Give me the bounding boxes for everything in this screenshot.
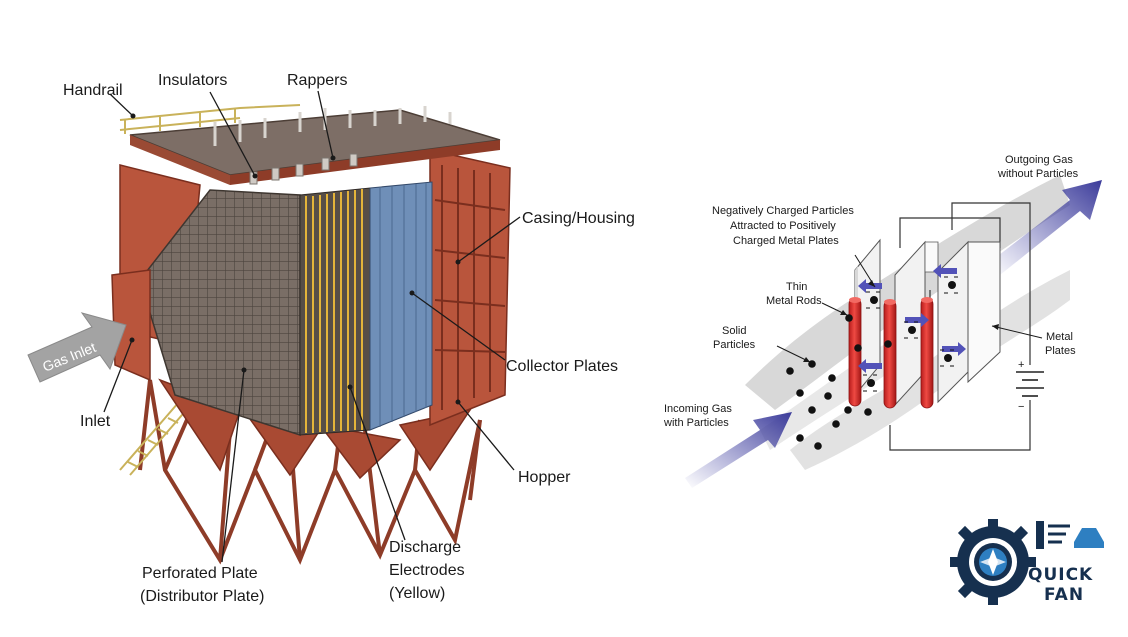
metal-rod <box>848 297 862 407</box>
inlet-label: Inlet <box>80 413 111 430</box>
battery <box>1016 371 1044 397</box>
metal-plate <box>924 241 939 273</box>
charge-arrows <box>858 264 966 373</box>
left-callout-lines <box>103 90 521 563</box>
battery-minus: − <box>1018 401 1024 413</box>
collector-plates-label: Collector Plates <box>506 358 618 375</box>
thin-label: Thin <box>786 281 807 293</box>
right-callout-lines <box>776 254 1043 363</box>
perforated-plate-label: Perforated Plate <box>142 565 258 582</box>
with-particles-label: with Particles <box>663 417 729 429</box>
handrail <box>119 104 301 134</box>
battery-plus: + <box>1018 359 1024 371</box>
metal-label: Metal <box>1046 331 1073 343</box>
incoming-gas-label: Incoming Gas <box>664 403 732 415</box>
metal-rod <box>920 297 934 409</box>
electrodes-label: Electrodes <box>389 562 465 579</box>
casing-housing-label: Casing/Housing <box>522 210 635 227</box>
insulators-label: Insulators <box>158 72 227 89</box>
principle-diagram: + − <box>685 175 1102 488</box>
collector-plates <box>369 181 433 431</box>
solid-particles <box>786 314 892 450</box>
charged-plates-label: Charged Metal Plates <box>733 235 839 247</box>
hopper-label: Hopper <box>518 469 571 486</box>
gear-icon <box>950 519 1036 605</box>
outgoing-gas-label: Outgoing Gas <box>1005 154 1073 166</box>
discharge-label: Discharge <box>389 539 461 556</box>
roof-edge <box>130 135 230 185</box>
plates-label: Plates <box>1045 345 1076 357</box>
precipitator-illustration: Gas Inlet <box>27 104 511 565</box>
without-particles-label: without Particles <box>997 168 1079 180</box>
right-callout-arrowheads <box>803 280 999 362</box>
outgoing-gas-arrow <box>990 180 1102 275</box>
truck-icon <box>1036 521 1104 549</box>
charged-particles <box>863 276 958 392</box>
gas-inlet-arrow <box>27 312 127 383</box>
metal-plate <box>967 241 1001 384</box>
metal-rods-label: Metal Rods <box>766 295 822 307</box>
rappers <box>213 106 452 146</box>
negatively-charged-label: Negatively Charged Particles <box>712 205 854 217</box>
distributor-plate-label: (Distributor Plate) <box>140 588 264 605</box>
logo-fan-text: FAN <box>1044 585 1084 605</box>
left-callout-dots <box>129 113 461 405</box>
rappers-label: Rappers <box>287 72 347 89</box>
yellow-label: (Yellow) <box>389 585 445 602</box>
particles-label: Particles <box>713 339 756 351</box>
logo-quick-text: QUICK <box>1028 565 1093 585</box>
metal-rod <box>883 299 897 409</box>
solid-label: Solid <box>722 325 746 337</box>
incoming-gas-arrow <box>685 412 792 488</box>
metal-rods <box>848 297 934 409</box>
attracted-label: Attracted to Positively <box>730 220 836 232</box>
quickfan-logo: QUICK FAN <box>950 519 1104 605</box>
discharge-electrodes <box>305 189 363 433</box>
collector-plate-lines <box>379 183 427 427</box>
handrail-label: Handrail <box>63 82 123 99</box>
metal-plates <box>854 238 1001 407</box>
